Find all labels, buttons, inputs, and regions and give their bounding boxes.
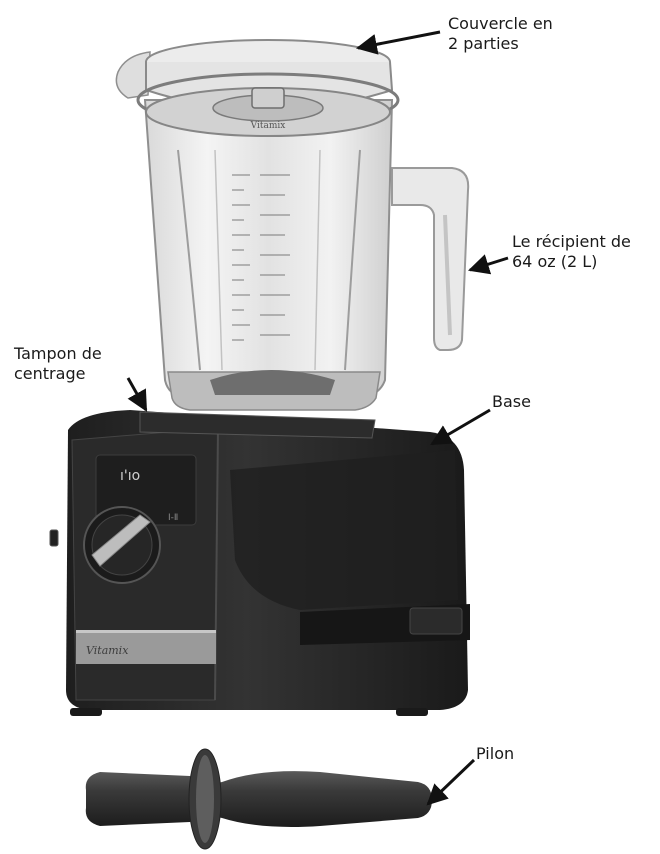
- callout-arrows: [126, 30, 509, 806]
- arrow-base: [430, 408, 491, 446]
- label-lid: Couvercle en 2 parties: [448, 14, 553, 54]
- label-lid-line2: 2 parties: [448, 34, 519, 53]
- two-part-lid: Vitamix: [115, 39, 400, 137]
- label-container-line2: 64 oz (2 L): [512, 252, 598, 271]
- base-brand-text: Vitamix: [86, 644, 129, 657]
- label-base: Base: [492, 392, 531, 412]
- tamper: [85, 748, 433, 850]
- arrow-pad: [126, 377, 148, 412]
- label-pad-line2: centrage: [14, 364, 86, 383]
- motor-base: ı'ıo Ⅰ-Ⅱ Vitamix: [49, 410, 470, 716]
- svg-text:ı'ıo: ı'ıo: [120, 468, 140, 484]
- speed-dial-knob: [83, 506, 161, 584]
- centering-pad: [139, 411, 376, 439]
- arrow-lid: [355, 30, 441, 55]
- label-pad-line1: Tampon de: [14, 344, 102, 363]
- label-lid-line1: Couvercle en: [448, 14, 553, 33]
- svg-text:Ⅰ-Ⅱ: Ⅰ-Ⅱ: [168, 513, 178, 523]
- arrow-tamper: [426, 758, 476, 806]
- container-brand-text: Vitamix: [250, 121, 286, 131]
- label-base-line1: Base: [492, 392, 531, 411]
- measurement-scale: [232, 174, 290, 341]
- label-container-line1: Le récipient de: [512, 232, 631, 251]
- container: [143, 99, 470, 411]
- label-container: Le récipient de 64 oz (2 L): [512, 232, 631, 272]
- label-centering-pad: Tampon de centrage: [14, 344, 102, 384]
- label-tamper-line1: Pilon: [476, 744, 515, 763]
- arrow-container: [467, 254, 509, 275]
- label-tamper: Pilon: [476, 744, 514, 764]
